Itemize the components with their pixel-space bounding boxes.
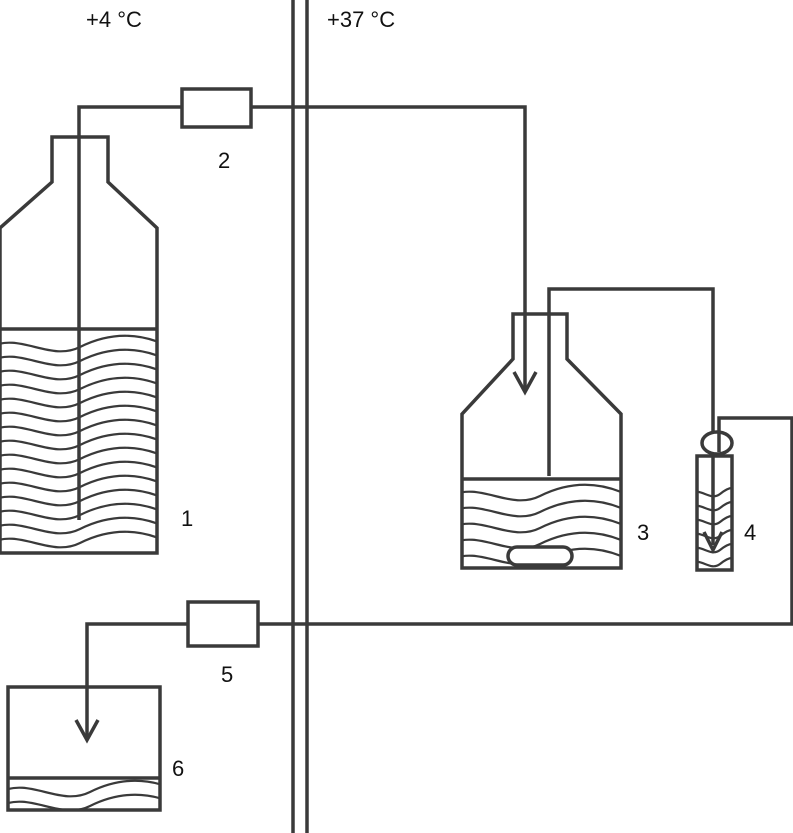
tube-cap-ring [700, 430, 734, 456]
pump-5 [186, 600, 260, 648]
reservoir-bottle-1 [0, 135, 159, 555]
inflow-arrow-head [512, 371, 538, 396]
waste-container-6 [6, 685, 162, 812]
label-2: 2 [218, 148, 230, 173]
label-6: 6 [172, 756, 184, 781]
tubing-outflow [85, 416, 793, 738]
cold-zone-label: +4 °C [86, 7, 142, 32]
outflow-arrow-head [74, 719, 100, 744]
waste-liquid-waves-6 [8, 779, 160, 811]
zone-divider-wall [291, 0, 309, 833]
label-5: 5 [221, 662, 233, 687]
warm-zone-label: +37 °C [327, 7, 395, 32]
culture-vessel-3 [460, 312, 623, 570]
label-4: 4 [744, 520, 756, 545]
label-3: 3 [637, 520, 649, 545]
pump-2 [180, 87, 253, 129]
sample-liquid-waves-4 [697, 486, 732, 568]
stir-bar [506, 545, 574, 567]
sample-tube-4 [695, 430, 734, 572]
medium-liquid-waves-1 [0, 334, 157, 549]
tubing-transfer [547, 287, 715, 545]
medium-liquid-waves-3 [462, 483, 621, 566]
label-1: 1 [181, 506, 193, 531]
tubing-inflow [77, 105, 527, 520]
